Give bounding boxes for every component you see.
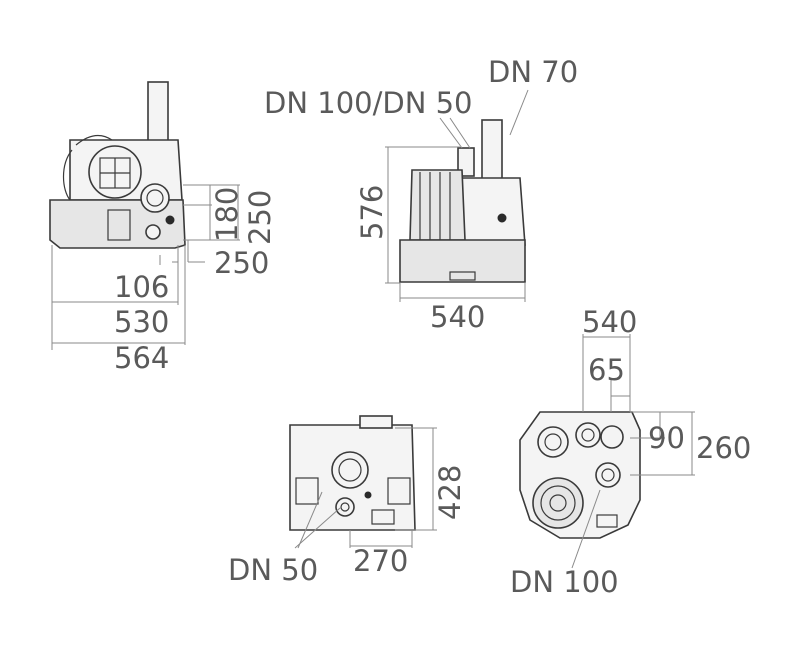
top-motor-flange xyxy=(532,477,584,529)
label-dn100: DN 100 xyxy=(510,565,619,599)
label-dn70: DN 70 xyxy=(488,55,578,89)
label-270: 270 xyxy=(353,544,408,578)
side-outlet-pipe xyxy=(481,119,503,181)
label-564: 564 xyxy=(114,341,169,375)
side-base xyxy=(399,239,526,283)
front-outlet xyxy=(140,183,170,213)
label-530: 530 xyxy=(114,305,169,339)
label-dn100-dn50: DN 100/DN 50 xyxy=(264,86,473,120)
side-motor xyxy=(409,169,466,241)
front-vertical-pipe xyxy=(147,81,169,143)
label-90: 90 xyxy=(648,421,685,455)
label-106: 106 xyxy=(114,270,169,304)
label-250-vertical: 250 xyxy=(243,190,277,245)
label-180: 180 xyxy=(210,187,244,242)
label-428: 428 xyxy=(433,465,467,520)
front-view-2 xyxy=(289,415,437,549)
top-view xyxy=(519,334,695,569)
label-540-top: 540 xyxy=(582,305,637,339)
front-view xyxy=(49,81,240,350)
label-260: 260 xyxy=(696,431,751,465)
side-main-tank xyxy=(461,177,526,246)
label-250-horizontal: 250 xyxy=(214,246,269,280)
front2-outlet xyxy=(331,451,369,489)
side-view xyxy=(385,89,529,302)
label-65: 65 xyxy=(588,353,625,387)
label-dn50: DN 50 xyxy=(228,553,318,587)
label-540-side: 540 xyxy=(430,300,485,334)
label-576: 576 xyxy=(355,185,389,240)
top-outlet xyxy=(595,462,621,488)
